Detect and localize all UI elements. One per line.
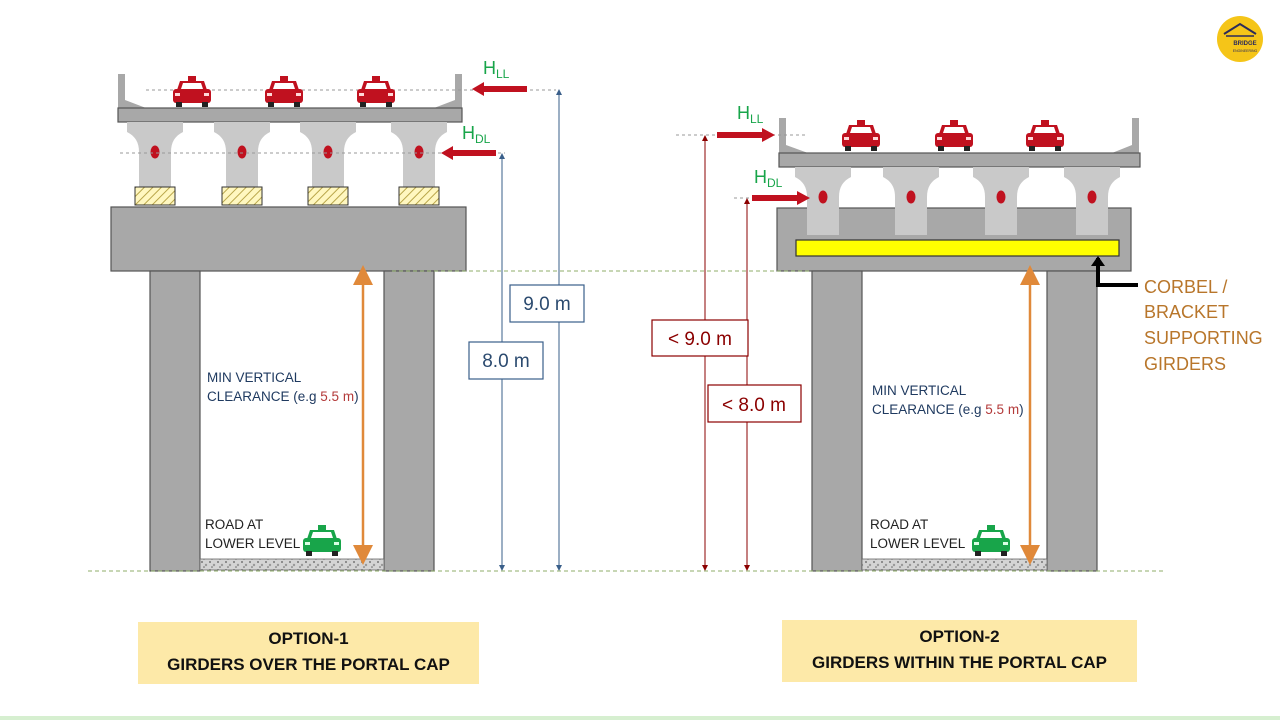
option2-column-right — [1046, 270, 1098, 572]
option1-bearing-3 — [307, 186, 349, 206]
option1-girder-1 — [127, 122, 183, 190]
option2-corbel-line2: BRACKET — [1144, 302, 1229, 322]
option1-green-car — [303, 525, 341, 556]
option1-clearance-line1: MIN VERTICAL — [207, 370, 302, 385]
option1-car-1 — [173, 76, 211, 107]
option1-clearance-line2: CLEARANCE (e.g 5.5 m) — [207, 389, 359, 404]
option2-corbel-line1: CORBEL / — [1144, 277, 1227, 297]
logo-text-bridge: BRIDGE — [1233, 41, 1256, 47]
option1-road-line2: LOWER LEVEL — [205, 536, 301, 551]
option2-8m-label: < 8.0 m — [722, 395, 786, 416]
option1-car-2 — [265, 76, 303, 107]
option1-8m-label: 8.0 m — [482, 351, 530, 372]
option2-8m-box — [707, 384, 802, 423]
option2-corbel-line4: GIRDERS — [1144, 354, 1226, 374]
option1-structure — [110, 74, 556, 572]
option2-corbel — [795, 239, 1120, 257]
bridge-engineering-logo: BRIDGE ENGINEERING — [1217, 16, 1263, 62]
option2-caption-subtitle: GIRDERS WITHIN THE PORTAL CAP — [812, 653, 1107, 672]
option2-caption: OPTION-2 GIRDERS WITHIN THE PORTAL CAP — [782, 620, 1137, 682]
option1-lower-road — [199, 558, 385, 571]
option1-caption-subtitle: GIRDERS OVER THE PORTAL CAP — [167, 655, 450, 674]
option2-hdl-main: H — [754, 167, 767, 187]
svg-text:HLL: HLL — [737, 103, 764, 126]
option1-deck-plate — [117, 107, 463, 123]
option1-girder-4 — [391, 122, 447, 190]
logo-text-engineering: ENGINEERING — [1233, 49, 1258, 53]
option2-hll-sub: LL — [750, 112, 764, 126]
option1-car-3 — [357, 76, 395, 107]
option2-hdl-arrow: HDL — [752, 167, 810, 205]
option1-bearing-1 — [134, 186, 176, 206]
option2-9m-label: < 9.0 m — [668, 329, 732, 350]
option2-column-left — [811, 270, 863, 572]
option2-car-1 — [842, 120, 880, 151]
option1-hdl-sub: DL — [475, 132, 491, 146]
option1-hdl-main: H — [462, 123, 475, 143]
option1-hdl-arrow: HDL — [441, 123, 496, 160]
option1-8m-box — [468, 341, 544, 380]
option1-bearing-4 — [398, 186, 440, 206]
option1-caption-title: OPTION-1 — [268, 629, 349, 648]
option1-9m-label: 9.0 m — [523, 294, 571, 315]
option2-road-line1: ROAD AT — [870, 517, 928, 532]
option2-hll-main: H — [737, 103, 750, 123]
option2-clearance-line2: CLEARANCE (e.g 5.5 m) — [872, 402, 1024, 417]
option1-9m-box — [509, 284, 585, 323]
option2-caption-title: OPTION-2 — [919, 627, 1000, 646]
option2-structure — [676, 118, 1141, 572]
option2-hll-arrow: HLL — [717, 103, 775, 142]
option1-hll-main: H — [483, 58, 496, 78]
option2-green-car — [972, 525, 1010, 556]
option1-bearing-2 — [221, 186, 263, 206]
option2-corbel-pointer — [1096, 258, 1138, 287]
option2-deck-plate — [778, 152, 1141, 168]
svg-text:HDL: HDL — [754, 167, 783, 190]
option1-column-left — [149, 270, 201, 572]
svg-text:HDL: HDL — [462, 123, 491, 146]
option1-girder-3 — [300, 122, 356, 190]
option1-road-line1: ROAD AT — [205, 517, 263, 532]
option1-column-right — [383, 270, 435, 572]
option2-lower-road — [861, 558, 1048, 571]
option2-corbel-line3: SUPPORTING — [1144, 328, 1263, 348]
option2-hdl-sub: DL — [767, 176, 783, 190]
option2-road-line2: LOWER LEVEL — [870, 536, 966, 551]
option2-clearance-line1: MIN VERTICAL — [872, 383, 967, 398]
option2-car-3 — [1026, 120, 1064, 151]
option1-girder-2 — [214, 122, 270, 190]
option2-9m-box — [651, 319, 749, 357]
option1-portal-cap — [110, 206, 467, 272]
option2-car-2 — [935, 120, 973, 151]
option1-caption: OPTION-1 GIRDERS OVER THE PORTAL CAP — [138, 622, 479, 684]
bottom-strip — [0, 716, 1280, 720]
svg-text:HLL: HLL — [483, 58, 510, 81]
option1-hll-arrow: HLL — [472, 58, 527, 96]
option1-hll-sub: LL — [496, 67, 510, 81]
